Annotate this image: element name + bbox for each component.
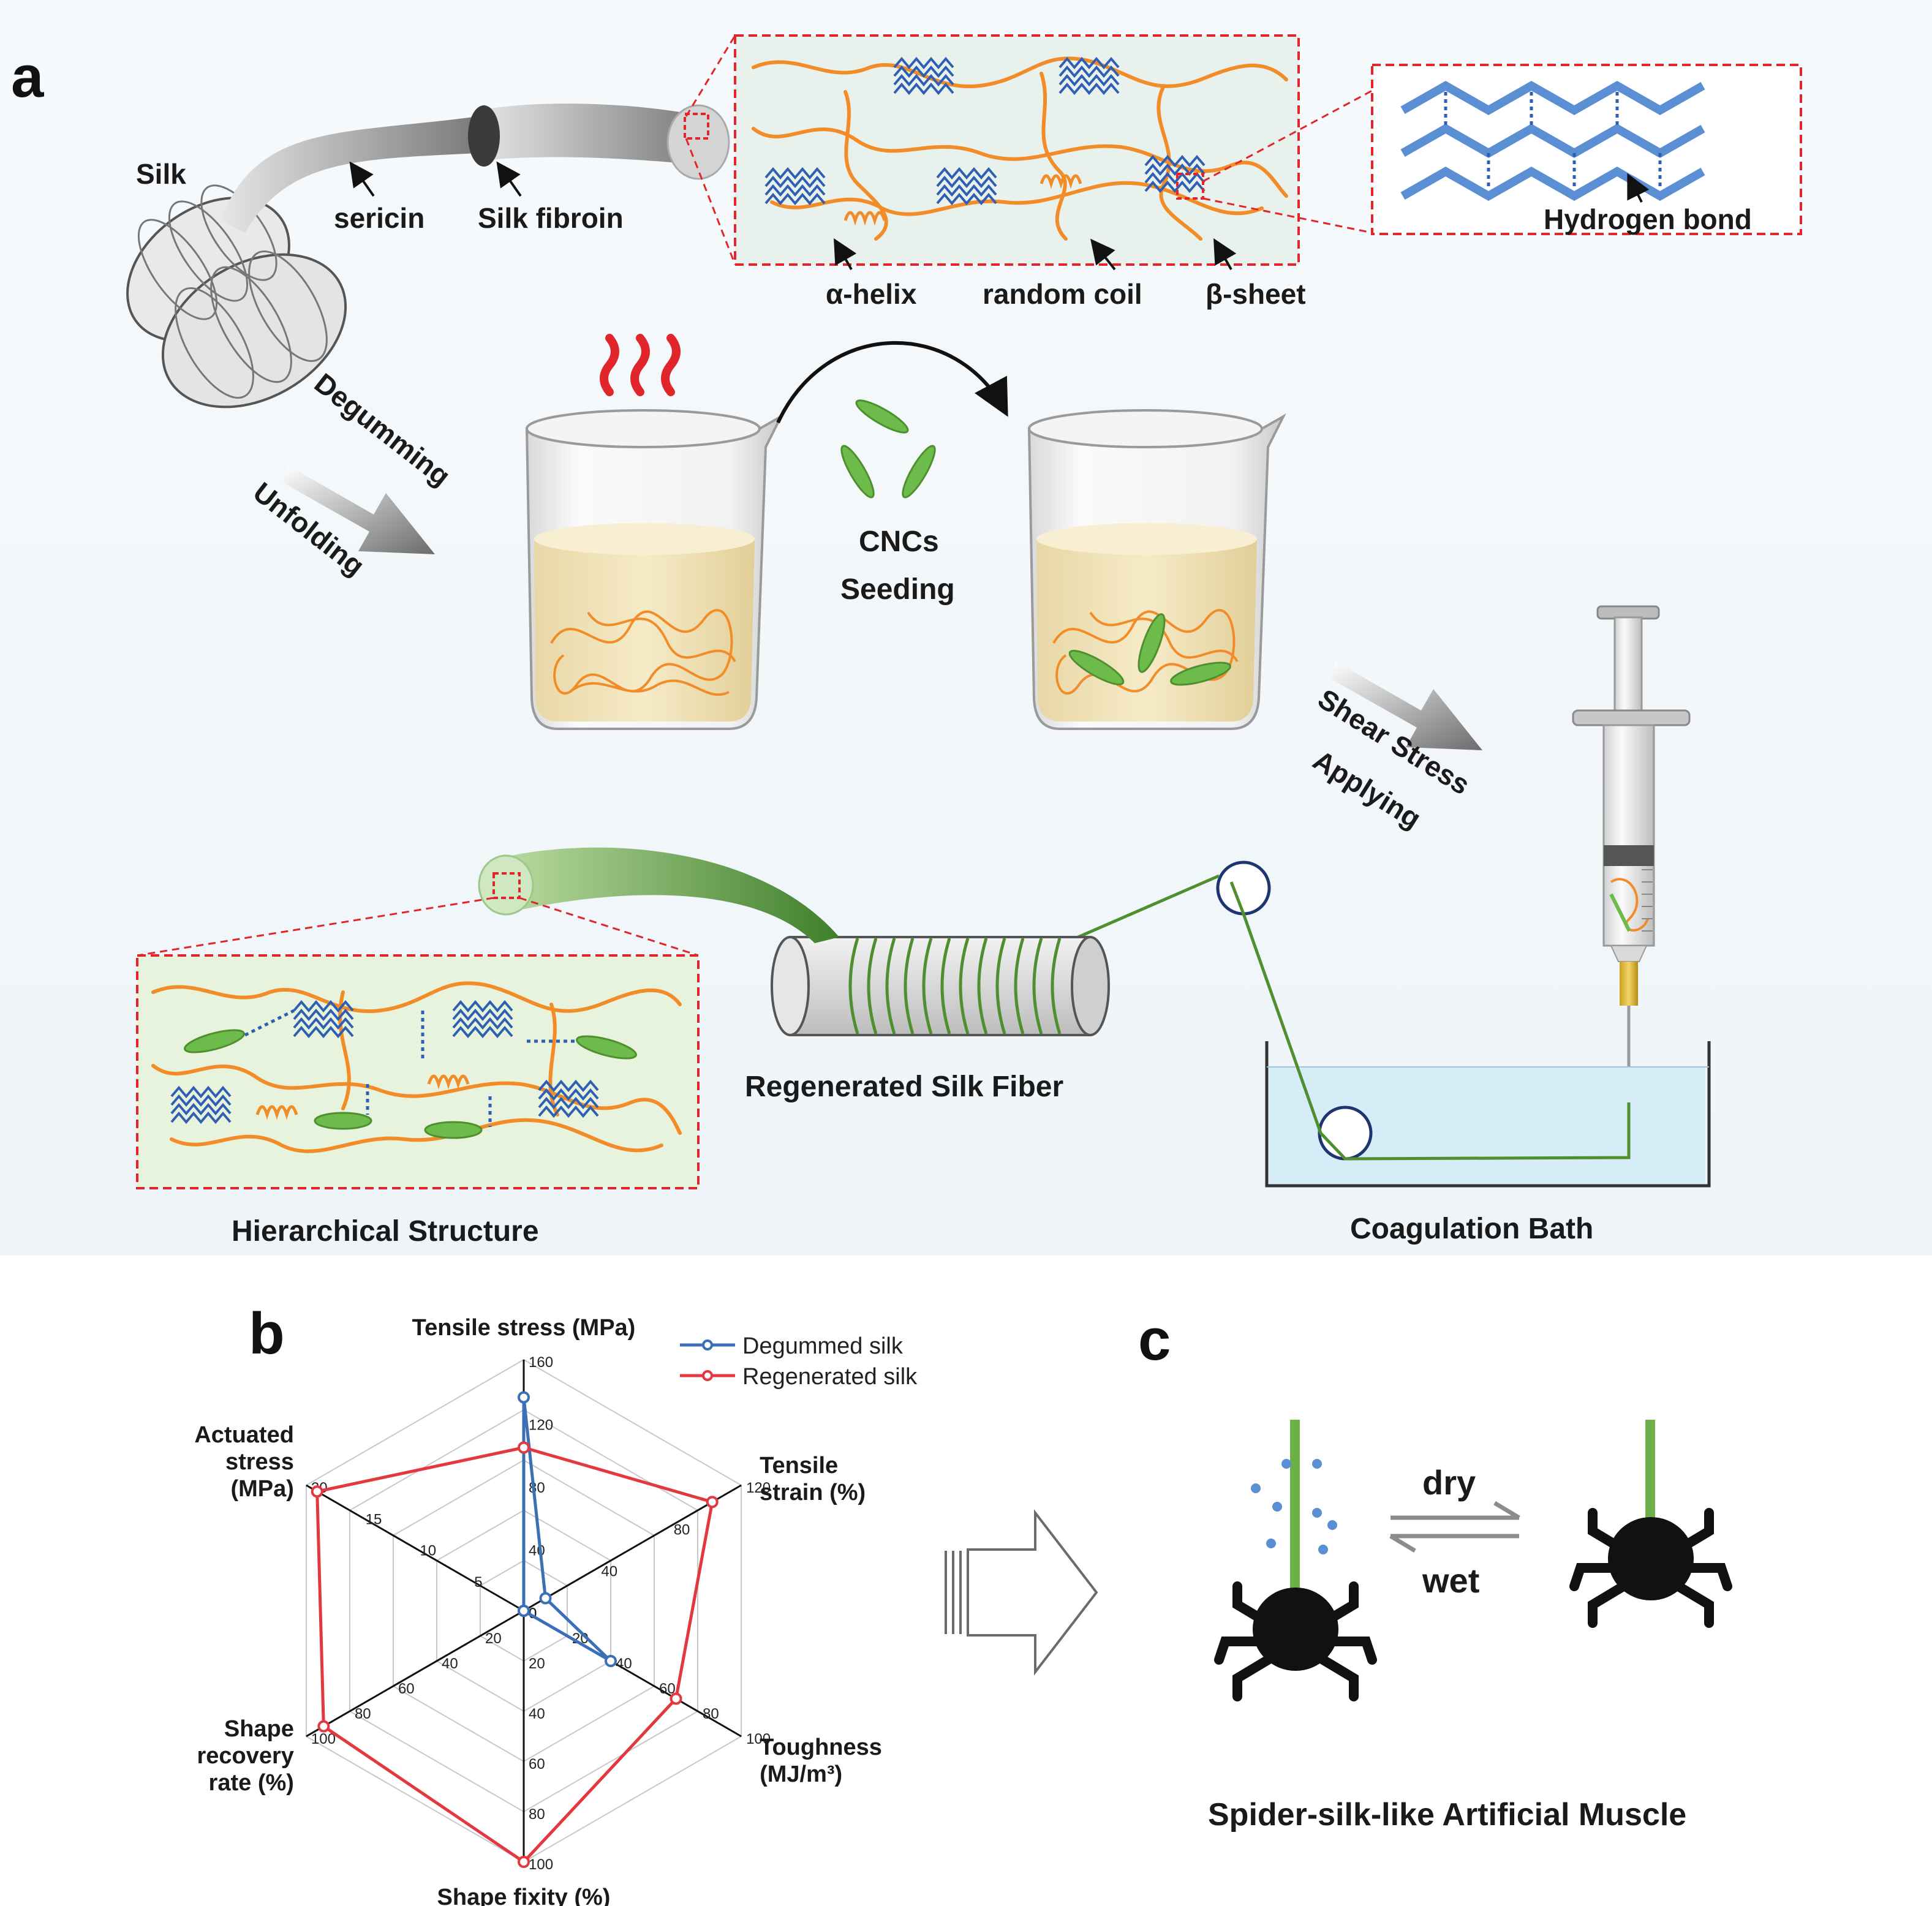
radar-tick-label: 40: [442, 1656, 458, 1672]
radar-tick-label: 60: [398, 1681, 415, 1697]
label-artificial-muscle: Spider-silk-like Artificial Muscle: [1208, 1797, 1686, 1833]
cnc-particles: [840, 399, 936, 499]
radar-chart: 0408012016004080120020406080100020406080…: [194, 1315, 882, 1906]
fiber-cross-section: [468, 105, 500, 167]
hydrogen-bond-box: Hydrogen bond: [1371, 64, 1802, 235]
radar-tick-label: 20: [529, 1656, 545, 1672]
radar-axis-line: [306, 1610, 524, 1738]
radar-tick-label: 60: [529, 1756, 545, 1772]
radar-tick-label: 80: [529, 1806, 545, 1823]
radar-data-point: [539, 1592, 552, 1605]
coagulation-bath: [1077, 861, 1711, 1188]
radar-axis-label: Shape: [224, 1716, 294, 1742]
radar-axis-label: rate (%): [209, 1770, 294, 1796]
radar-tick-label: 80: [703, 1706, 719, 1722]
radar-axis-label: Shape fixity (%): [437, 1885, 611, 1906]
radar-tick-label: 80: [355, 1706, 371, 1722]
silk-fiber-ribbon: [221, 116, 478, 233]
beaker-cnc-solution: [1027, 409, 1286, 730]
fiber-spool: [771, 936, 1110, 1036]
radar-tick-label: 80: [674, 1521, 690, 1538]
spider-dry: [1569, 1420, 1732, 1628]
radar-axis-label: stress: [225, 1449, 294, 1475]
label-alpha-helix: α-helix: [826, 278, 917, 310]
degumming-arrow: [283, 465, 435, 554]
label-sericin: sericin: [334, 202, 425, 234]
label-seeding: Seeding: [840, 573, 955, 606]
label-beta-sheet: β-sheet: [1206, 278, 1306, 310]
radar-axis-label: Tensile: [760, 1453, 838, 1478]
label-regenerated-silk-fiber: Regenerated Silk Fiber: [745, 1071, 1063, 1103]
panel-b: b 04080120160040801200204060801000204060…: [194, 1301, 918, 1906]
radar-axis-line: [523, 1484, 742, 1612]
label-random-coil: random coil: [983, 278, 1142, 310]
fibroin-end-cap: [666, 104, 730, 180]
radar-data-point: [518, 1441, 530, 1454]
label-cncs: CNCs: [859, 525, 939, 558]
radar-axis-label: Toughness: [760, 1735, 882, 1760]
radar-tick-label: 80: [529, 1480, 545, 1496]
label-wet: wet: [1422, 1561, 1479, 1600]
regenerated-fiber-ribbon: [502, 847, 839, 943]
panel-a: a Silk sericin Silk fibroin: [0, 0, 1932, 1256]
panel-c: c dry wet: [1138, 1307, 1732, 1833]
label-silk: Silk: [136, 158, 186, 190]
silk-fibroin-core: [478, 104, 704, 165]
radar-tick-label: 40: [616, 1656, 632, 1672]
label-coagulation-bath: Coagulation Bath: [1350, 1213, 1593, 1245]
radar-data-point: [605, 1655, 617, 1667]
label-hydrogen-bond: Hydrogen bond: [1544, 203, 1752, 235]
label-dry: dry: [1422, 1463, 1476, 1502]
transition-arrow: [945, 1509, 1098, 1676]
radar-tick-label: 5: [474, 1574, 482, 1591]
radar-tick-label: 160: [529, 1354, 553, 1371]
legend-degummed: Degummed silk: [742, 1333, 904, 1359]
radar-tick-label: 100: [746, 1731, 771, 1747]
radar-axis-label: (MJ/m³): [760, 1761, 842, 1787]
zoom-box-fibroin: [684, 113, 709, 140]
radar-tick-label: 20: [485, 1630, 502, 1647]
radar-data-point: [317, 1720, 330, 1733]
shear-stress-arrow: [1330, 661, 1482, 750]
radar-legend: Degummed silk Regenerated silk: [680, 1333, 918, 1390]
spider-wet: [1214, 1420, 1377, 1701]
water-droplets: [1251, 1459, 1337, 1554]
radar-tick-label: 120: [746, 1480, 771, 1496]
radar-tick-label: 40: [529, 1543, 545, 1559]
radar-data-point: [311, 1485, 323, 1498]
radar-series-line: [315, 1445, 714, 1864]
radar-tick-label: 10: [420, 1543, 436, 1559]
fibroin-structure-box: [734, 34, 1300, 266]
radar-tick-label: 120: [529, 1417, 553, 1434]
radar-tick-label: 40: [601, 1564, 617, 1580]
panel-b-label: b: [249, 1301, 285, 1366]
radar-axis-label: Actuated: [194, 1422, 294, 1448]
panel-c-label: c: [1138, 1307, 1171, 1373]
legend-regenerated: Regenerated silk: [742, 1364, 918, 1390]
seeding-curved-arrow: [776, 341, 1008, 424]
radar-axis-label: strain (%): [760, 1480, 866, 1505]
radar-tick-label: 15: [366, 1511, 382, 1527]
radar-tick-label: 40: [529, 1706, 545, 1722]
silk-cocoons: [126, 184, 347, 409]
beaker-silk-solution: [525, 334, 784, 730]
panel-a-label: a: [11, 44, 44, 110]
label-hierarchical-structure: Hierarchical Structure: [232, 1215, 539, 1248]
hierarchical-structure-box: [136, 954, 700, 1189]
radar-data-point: [670, 1692, 682, 1705]
dry-wet-arrows: dry wet: [1389, 1463, 1520, 1600]
radar-axis-line: [306, 1484, 524, 1612]
radar-data-point: [706, 1496, 719, 1509]
zoom-box-regenerated: [492, 872, 521, 899]
radar-data-point: [518, 1856, 530, 1868]
radar-axis-label: (MPa): [230, 1476, 293, 1502]
radar-axis-label: Tensile stress (MPa): [412, 1315, 636, 1341]
label-silk-fibroin: Silk fibroin: [478, 202, 624, 234]
radar-data-point: [518, 1391, 530, 1404]
radar-tick-label: 100: [529, 1856, 553, 1873]
radar-data-point: [518, 1605, 530, 1617]
radar-axis-label: recovery: [197, 1743, 293, 1769]
radar-tick-label: 100: [311, 1731, 336, 1747]
